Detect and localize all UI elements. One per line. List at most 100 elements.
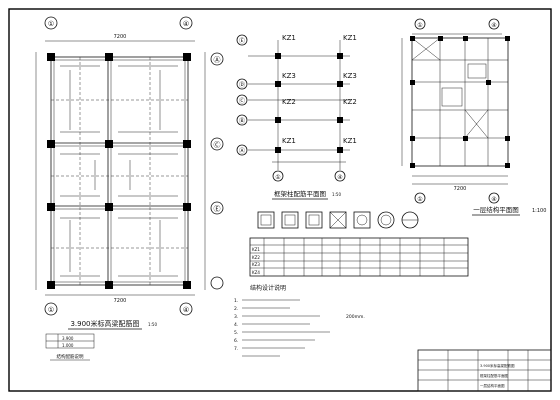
axis-bubble — [272, 170, 284, 182]
column — [275, 81, 281, 87]
note-item: 3. — [234, 314, 238, 320]
drawing-title: 一层结构平面图 — [473, 205, 519, 214]
column — [183, 53, 191, 61]
title-block-row: 3.900米标高梁配筋图 — [480, 363, 515, 368]
axis-label: ④ — [183, 306, 189, 314]
table-row-label: KZ4 — [252, 270, 260, 275]
notes-title: 结构设计说明 — [250, 284, 286, 292]
axis-label: Ⓔ — [239, 37, 245, 45]
column — [337, 53, 343, 59]
column — [337, 147, 343, 153]
note-item: 5. — [234, 330, 238, 336]
axis-bubble — [179, 16, 193, 30]
column-label: KZ1 — [343, 137, 357, 145]
column-table: KZ1 KZ2 KZ3 KZ4 — [249, 237, 469, 277]
column-label: KZ3 — [282, 72, 296, 80]
drawing-title: 框架柱配筋平面图 — [274, 189, 326, 198]
axis-label: ④ — [183, 20, 189, 28]
axis-bubble — [44, 302, 58, 316]
column-label: KZ1 — [282, 137, 296, 145]
axis-bubble — [414, 192, 426, 204]
column — [183, 203, 191, 211]
dimension-text: 7200 — [114, 34, 127, 40]
axis-label: ④ — [337, 174, 342, 181]
drawing-scale: 1:50 — [148, 322, 157, 327]
column — [47, 281, 55, 289]
column — [105, 140, 113, 148]
axis-label: ① — [275, 174, 280, 181]
note-item: 7. — [234, 346, 238, 352]
axis-bubble — [236, 144, 248, 156]
note-item: 1. — [234, 298, 238, 304]
note-item: 2. — [234, 306, 238, 312]
axis-label: ④ — [491, 22, 496, 29]
axis-label: ④ — [491, 196, 496, 203]
dimension-text: 7200 — [114, 298, 127, 304]
axis-bubble — [179, 302, 193, 316]
note-label: 结构配筋说明 — [57, 353, 84, 360]
axis-bubble — [44, 16, 58, 30]
title-block-row: 框架柱配筋平面图 — [480, 373, 508, 378]
beam-outline — [50, 56, 189, 286]
design-notes: 结构设计说明 1. 2. 3. 4. 5. 6. 7. 200mm. — [234, 284, 365, 357]
rebar-annotations — [60, 65, 178, 277]
column — [105, 203, 113, 211]
column-label: KZ1 — [282, 34, 296, 42]
column — [105, 53, 113, 61]
axis-bubble — [210, 137, 224, 151]
axis-bubble — [210, 276, 224, 290]
table-row-label: KZ3 — [252, 262, 260, 267]
column-plan: Ⓔ Ⓓ Ⓒ Ⓑ Ⓐ KZ1 KZ1 KZ3 KZ3 K — [236, 34, 357, 200]
dimension-text: 7200 — [454, 186, 467, 192]
column-label: KZ2 — [282, 98, 296, 106]
axis-bubble — [414, 18, 426, 30]
plan-columns — [410, 36, 510, 168]
plan-outline — [411, 37, 509, 167]
column — [337, 81, 343, 87]
axis-bubble — [236, 78, 248, 90]
sheet-frame — [8, 8, 552, 392]
axis-bubble — [334, 170, 346, 182]
column — [183, 281, 191, 289]
axis-bubble — [236, 94, 248, 106]
column — [275, 147, 281, 153]
axis-label: Ⓓ — [239, 81, 245, 89]
column — [183, 140, 191, 148]
note-item: 6. — [234, 338, 238, 344]
axis-label: Ⓐ — [239, 147, 245, 155]
beam-plan: ① ④ ① ④ Ⓐ Ⓒ Ⓔ 7200 7200 — [35, 16, 224, 361]
column — [47, 203, 55, 211]
column — [337, 117, 343, 123]
plan-walls — [411, 37, 508, 166]
axis-bubble — [488, 192, 500, 204]
column-label: KZ2 — [343, 98, 357, 106]
column — [275, 53, 281, 59]
axis-bubble — [236, 114, 248, 126]
title-block: 3.900米标高梁配筋图 框架柱配筋平面图 一层结构平面图 — [417, 349, 552, 392]
beam-outline — [53, 59, 186, 283]
axis-label: ① — [48, 306, 54, 314]
axis-label: Ⓑ — [239, 117, 245, 125]
drawing-scale: 1:100 — [532, 208, 546, 214]
title-block-row: 一层结构平面图 — [480, 383, 505, 388]
axis-label: ① — [417, 196, 422, 203]
table-row-label: KZ1 — [252, 247, 260, 252]
axis-label: Ⓔ — [214, 205, 221, 213]
axis-bubble — [210, 201, 224, 215]
axis-bubble — [488, 18, 500, 30]
drawing-scale: 1:50 — [332, 192, 341, 197]
axis-label: Ⓐ — [214, 56, 221, 64]
axis-bubble — [236, 34, 248, 46]
column — [275, 117, 281, 123]
axis-bubble — [210, 52, 224, 66]
note-extra: 200mm. — [346, 314, 365, 320]
axis-label: Ⓒ — [214, 141, 221, 149]
floor-plan: ① ④ — [401, 18, 546, 216]
column — [47, 53, 55, 61]
column-label: KZ3 — [343, 72, 357, 80]
axis-label: ① — [417, 22, 422, 29]
table-row-label: KZ2 — [252, 255, 260, 260]
axis-label: ① — [48, 20, 54, 28]
column — [105, 281, 113, 289]
